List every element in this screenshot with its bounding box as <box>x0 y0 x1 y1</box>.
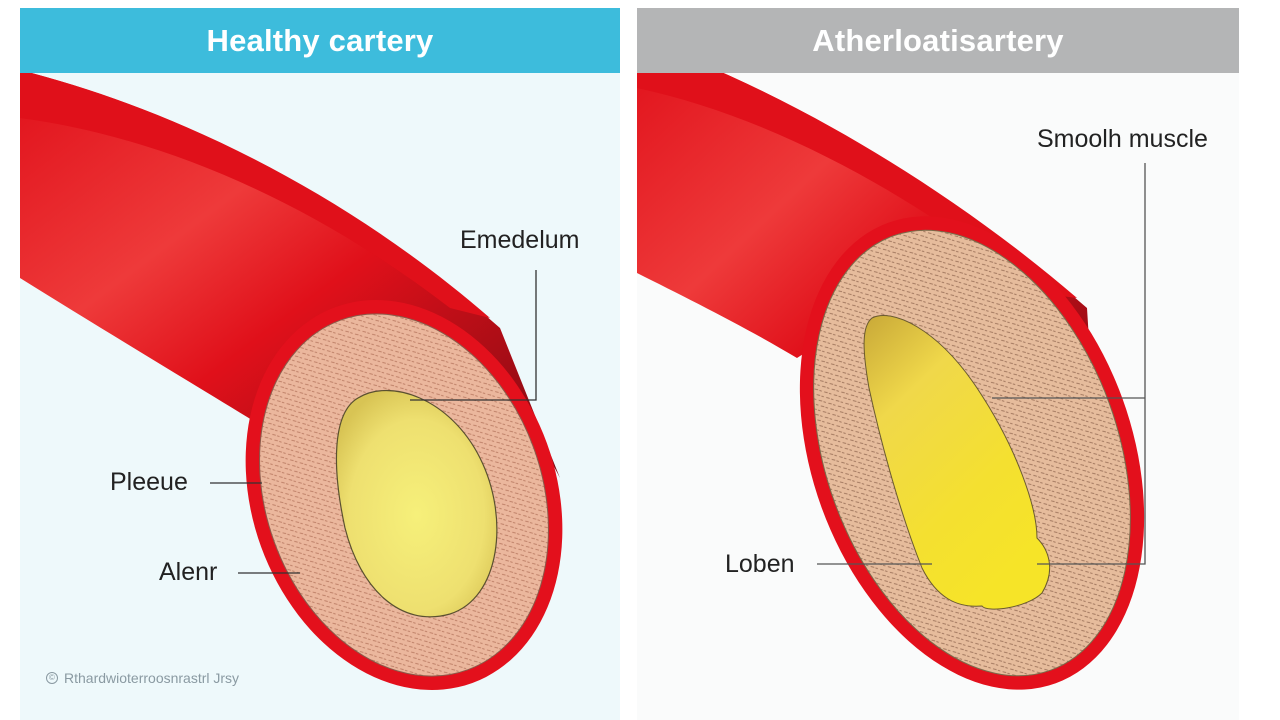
healthy-artery-title: Healthy cartery <box>20 8 620 73</box>
label-pleeue: Pleeue <box>110 468 188 496</box>
label-alenr: Alenr <box>159 558 218 586</box>
atherosclerotic-artery-illustration <box>637 38 1146 690</box>
healthy-artery-panel: Healthy cartery <box>20 8 620 720</box>
credit-text: Rthardwioterroosnrastrl Jrsy <box>64 670 240 686</box>
label-emedelum: Emedelum <box>460 226 580 254</box>
atherosclerotic-artery-panel: Atherloatisartery <box>637 8 1239 720</box>
image-credit: © Rthardwioterroosnrastrl Jrsy <box>46 670 239 686</box>
label-loben: Loben <box>725 550 795 578</box>
atherosclerotic-artery-title: Atherloatisartery <box>637 8 1239 73</box>
healthy-artery-illustration <box>20 70 563 690</box>
label-smooth-muscle: Smoolh muscle <box>1037 125 1208 153</box>
copyright-circle-icon: © <box>46 672 58 684</box>
